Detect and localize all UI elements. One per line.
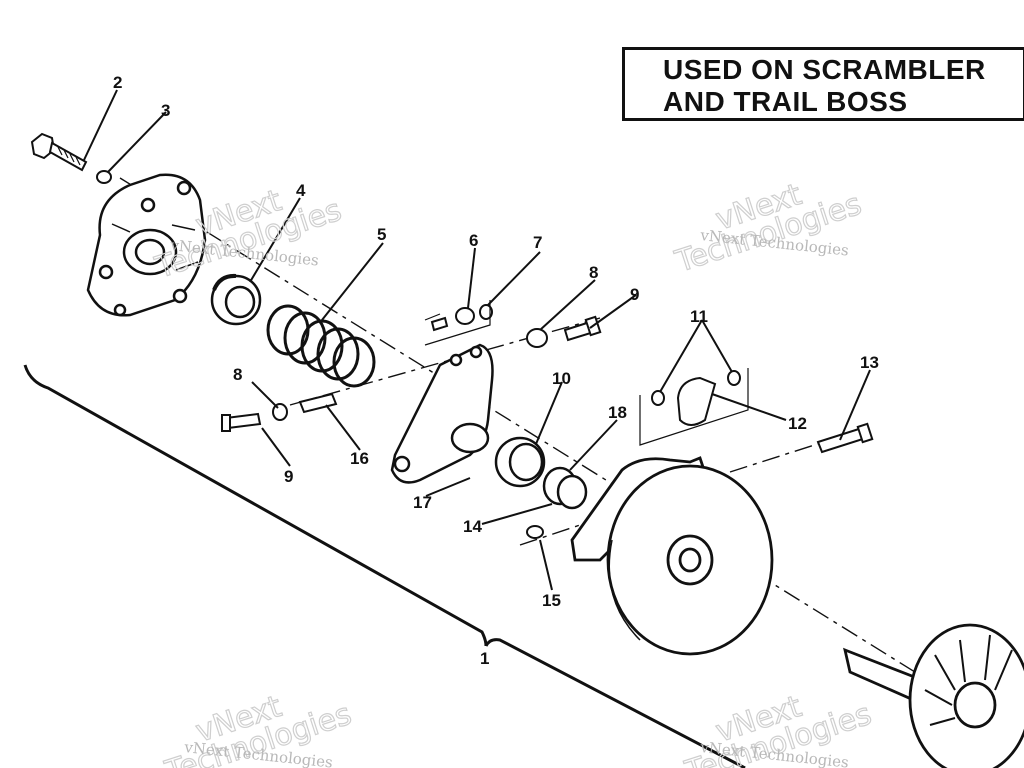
bracket-arm-part [390,343,494,484]
callout-1: 1 [480,649,489,668]
usage-note-line-2: AND TRAIL BOSS [663,86,908,117]
callout-labels: 2 3 4 5 6 7 8 9 11 13 8 10 18 12 16 9 17… [113,73,879,668]
callout-14: 14 [463,517,482,536]
callout-9: 9 [630,285,639,304]
washer-part [96,170,112,184]
callout-16: 16 [350,449,369,468]
assembly-bracket [23,364,746,768]
callout-12: 12 [788,414,807,433]
lower-pin-parts [221,392,338,432]
leader-lines [83,89,871,591]
callout-18: 18 [608,403,627,422]
callout-2: 2 [113,73,122,92]
callout-13: 13 [860,353,879,372]
long-bolt-part [816,422,874,454]
pin-washer-parts [424,300,493,346]
callout-5: 5 [377,225,386,244]
bushing-bolt-parts [526,315,602,348]
usage-note-line-1: USED ON SCRAMBLER [663,54,986,85]
spacer-part [494,436,546,488]
usage-note-box: USED ON SCRAMBLER AND TRAIL BOSS [622,47,1024,121]
callout-17: 17 [413,493,432,512]
bearing-part [210,273,262,326]
cover-plate-part [86,173,207,317]
callout-6: 6 [469,231,478,250]
callout-10: 10 [552,369,571,388]
callout-15: 15 [542,591,561,610]
stationary-sheave-part [843,623,1024,768]
callout-7: 7 [533,233,542,252]
callout-11: 11 [690,307,708,326]
nut-part [526,525,544,539]
spring-part [266,304,376,388]
callout-3: 3 [161,101,170,120]
callout-8: 8 [589,263,598,282]
callout-8b: 8 [233,365,242,384]
callout-9b: 9 [284,467,293,486]
roller-weight-parts [639,368,749,446]
callout-4: 4 [296,181,306,200]
bolt-part [30,132,88,172]
moveable-sheave-part [570,456,774,656]
bushing-part [542,466,588,510]
watermarks: vNext Technologies vNext Technologies vN… [150,177,876,768]
